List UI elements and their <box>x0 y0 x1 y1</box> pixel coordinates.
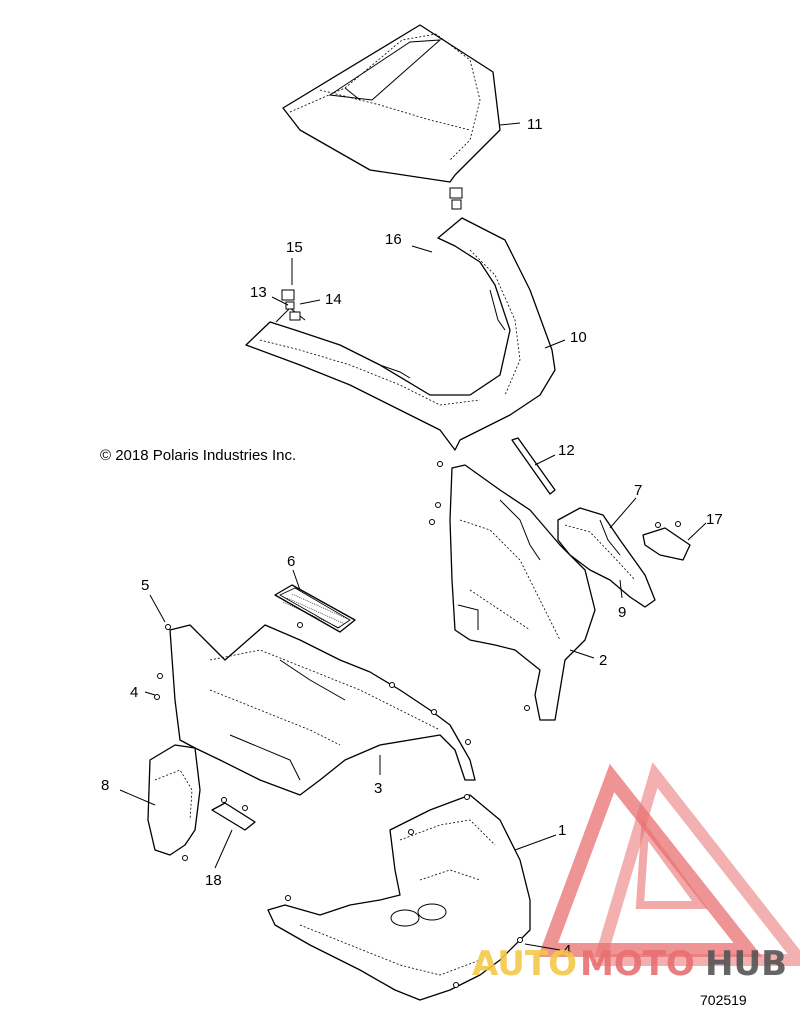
svg-text:AUTO: AUTO <box>472 944 577 984</box>
callout-11: 11 <box>527 116 543 133</box>
callout-4: 4 <box>130 684 138 701</box>
watermark-logo <box>537 762 800 966</box>
callout-9: 9 <box>618 604 626 621</box>
part-10-dash-frame <box>245 217 556 451</box>
callout-10: 10 <box>570 329 587 346</box>
part-3-front-fascia <box>154 622 476 796</box>
callout-14: 14 <box>325 291 342 308</box>
part-1-floor-pan <box>267 794 531 1001</box>
callout-1: 1 <box>558 822 566 839</box>
callout-3: 3 <box>374 780 382 797</box>
part-8-left-lower-panel <box>147 744 201 861</box>
svg-text:HUB: HUB <box>705 944 787 984</box>
part-11-hood <box>282 24 501 183</box>
part-2-right-panel <box>429 461 596 721</box>
part-6-grille <box>274 584 356 633</box>
callout-15: 15 <box>286 239 303 256</box>
hood-fastener <box>449 187 463 210</box>
copyright-text: © 2018 Polaris Industries Inc. <box>100 447 296 464</box>
callout-6: 6 <box>287 553 295 570</box>
callout-17: 17 <box>706 511 723 528</box>
part-7-small-panel <box>557 507 656 608</box>
part-17-bracket <box>642 521 691 561</box>
watermark-wordmark: AUTO MOTO HUB <box>472 944 787 984</box>
callout-8: 8 <box>101 777 109 794</box>
callout-13: 13 <box>250 284 267 301</box>
callout-7: 7 <box>634 482 642 499</box>
callout-labels: 11 16 15 13 14 10 12 7 17 9 2 6 5 4 3 8 … <box>101 116 723 959</box>
callout-18: 18 <box>205 872 222 889</box>
callout-4b: 4 <box>563 942 571 959</box>
document-number: 702519 <box>700 992 747 1008</box>
part-12-strip <box>511 437 556 495</box>
callout-5: 5 <box>141 577 149 594</box>
svg-text:MOTO: MOTO <box>580 944 695 984</box>
callout-12: 12 <box>558 442 575 459</box>
part-18-bracket <box>211 797 256 831</box>
callout-16: 16 <box>385 231 402 248</box>
leader-lines <box>119 122 707 951</box>
callout-2: 2 <box>599 652 607 669</box>
